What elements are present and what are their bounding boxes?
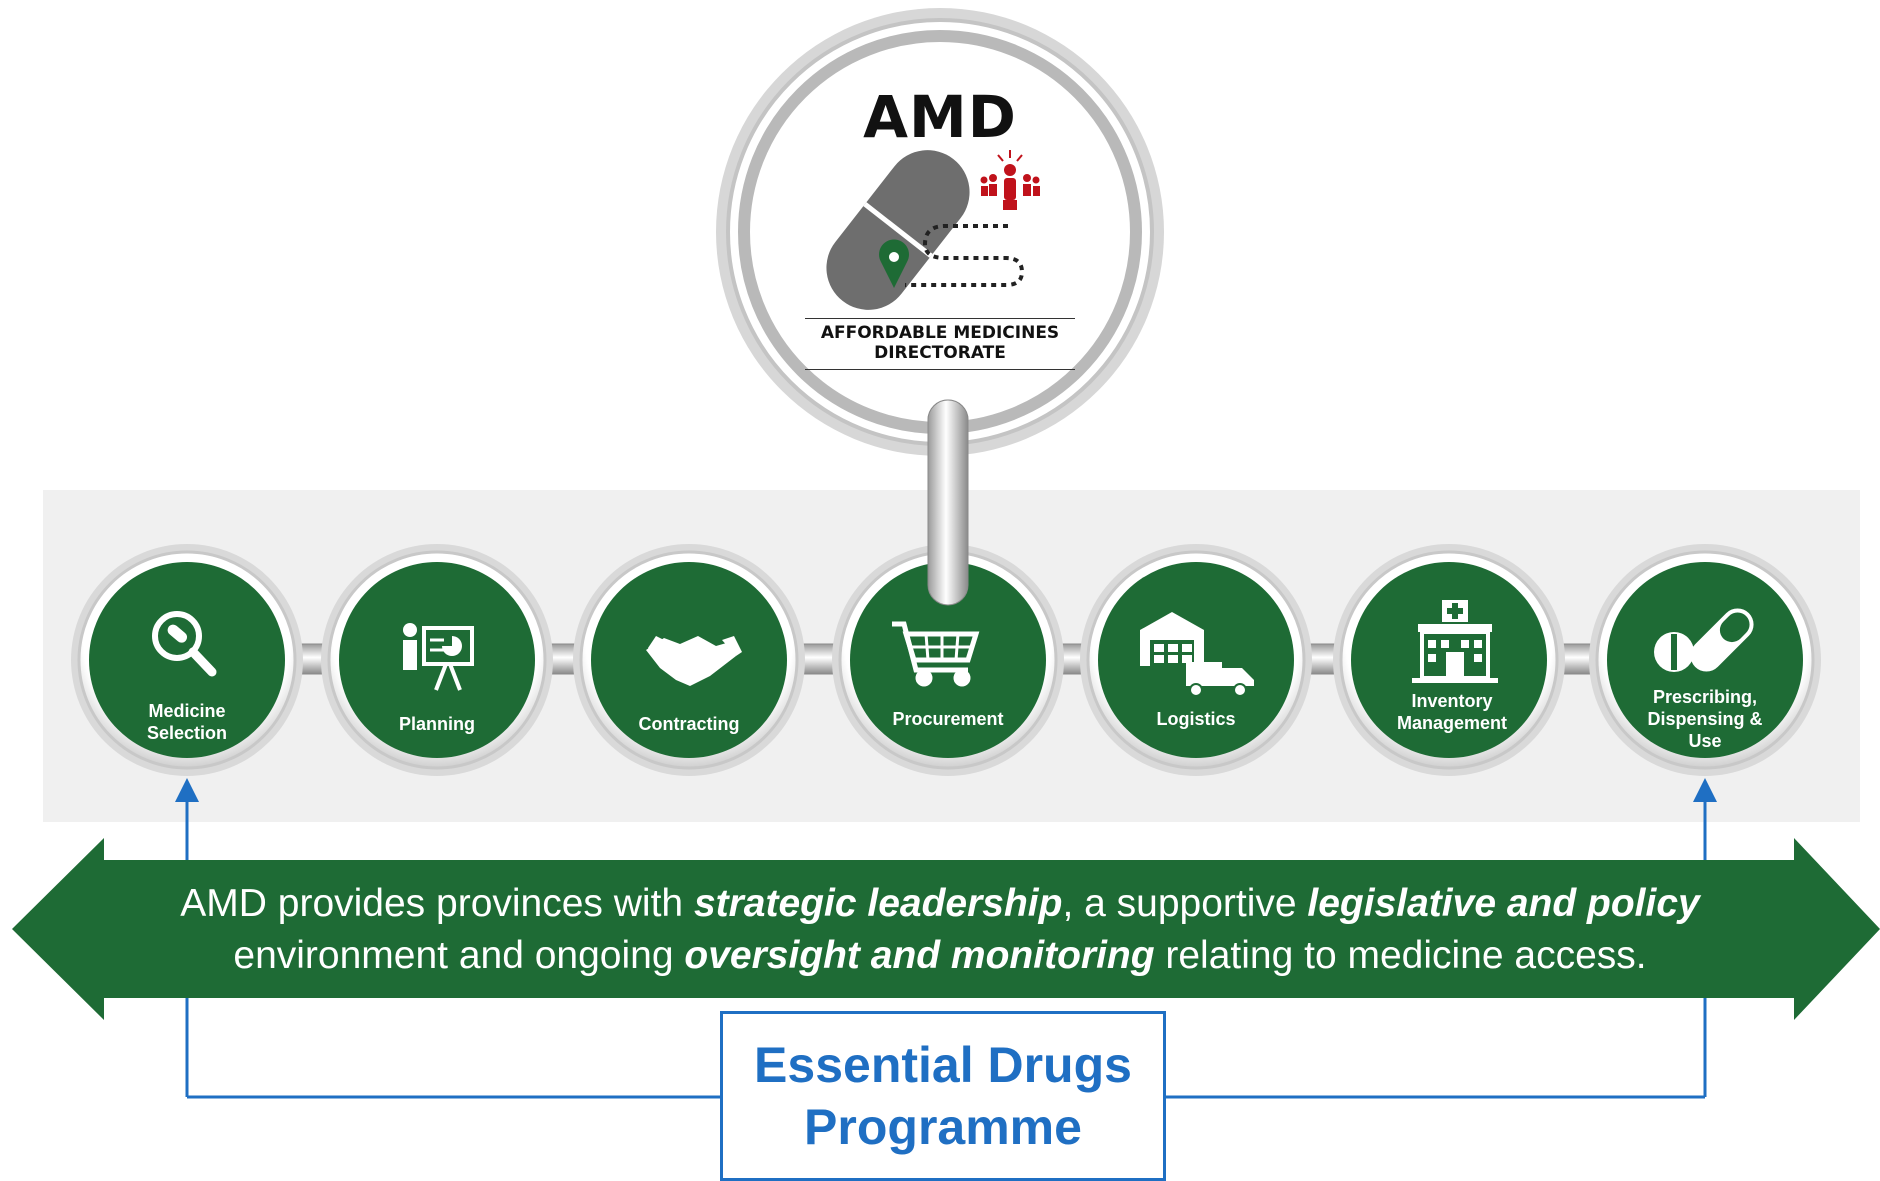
mandate-line-2: environment and ongoing oversight and mo… <box>60 930 1820 982</box>
location-pin-icon <box>879 239 909 288</box>
mandate-emphasis: legislative and policy <box>1307 882 1700 925</box>
stage-label-line: Procurement <box>892 709 1004 729</box>
stage-label-line: Selection <box>146 723 228 743</box>
hospital-building-icon <box>1412 600 1498 683</box>
amd-logo: AMD AFFORDABLE MEDICINES DIRECTORATE <box>715 10 1165 460</box>
mandate-emphasis: strategic leadership <box>693 882 1063 925</box>
stage-label-line: Dispensing & <box>1647 709 1763 729</box>
stage-inventory-management: Inventory Management <box>1357 690 1547 734</box>
double-arrow <box>12 838 1880 1020</box>
mandate-line-1: AMD provides provinces with strategic le… <box>60 878 1820 930</box>
stage-label-line: Contracting <box>638 714 740 734</box>
arrow-up-left-icon <box>175 778 199 802</box>
stage-contracting: Contracting <box>594 713 784 735</box>
shopping-cart-icon <box>892 621 980 687</box>
mandate-emphasis: oversight and monitoring <box>684 934 1155 977</box>
handshake-icon <box>646 636 742 686</box>
programme-line2: Programme <box>804 1099 1082 1155</box>
amd-subtitle-line1: AFFORDABLE MEDICINES <box>820 323 1060 343</box>
mandate-text-part: environment and ongoing <box>233 934 685 977</box>
stage-medicine-selection: Medicine Selection <box>92 700 282 744</box>
stage-label-line: Inventory <box>1411 691 1493 711</box>
amd-title: AMD <box>863 83 1017 151</box>
essential-drugs-programme-box: Essential Drugs Programme <box>720 1011 1166 1181</box>
mandate-text-part: , a supportive <box>1062 882 1308 925</box>
programme-line1: Essential Drugs <box>754 1037 1132 1093</box>
stage-procurement: Procurement <box>853 708 1043 730</box>
mandate-text-part: relating to medicine access. <box>1154 934 1647 977</box>
magnifier-pill-icon <box>152 611 217 677</box>
route-path <box>905 224 1025 287</box>
stage-label-line: Use <box>1688 731 1722 751</box>
stage-label-line: Planning <box>399 714 475 734</box>
arrow-up-right-icon <box>1693 778 1717 802</box>
warehouse-truck-icon <box>1140 612 1254 697</box>
stage-label-line: Prescribing, <box>1652 687 1758 707</box>
stage-planning: Planning <box>342 713 532 735</box>
stage-logistics: Logistics <box>1101 708 1291 730</box>
stage-label-line: Medicine <box>148 701 226 721</box>
people-leader-icon <box>980 150 1040 210</box>
pills-icon <box>1654 608 1754 672</box>
capsule-icon <box>826 150 970 310</box>
stage-label-line: Management <box>1396 713 1508 733</box>
amd-mandate-text: AMD provides provinces with strategic le… <box>60 878 1820 982</box>
mandate-text-part: AMD provides provinces with <box>180 882 694 925</box>
amd-subtitle: AFFORDABLE MEDICINES DIRECTORATE <box>805 318 1075 370</box>
stage-label-line: Logistics <box>1156 709 1236 729</box>
amd-subtitle-line2: DIRECTORATE <box>874 343 1006 363</box>
presentation-board-icon <box>403 623 474 691</box>
stage-prescribing-dispensing-use: Prescribing, Dispensing & Use <box>1610 686 1800 752</box>
